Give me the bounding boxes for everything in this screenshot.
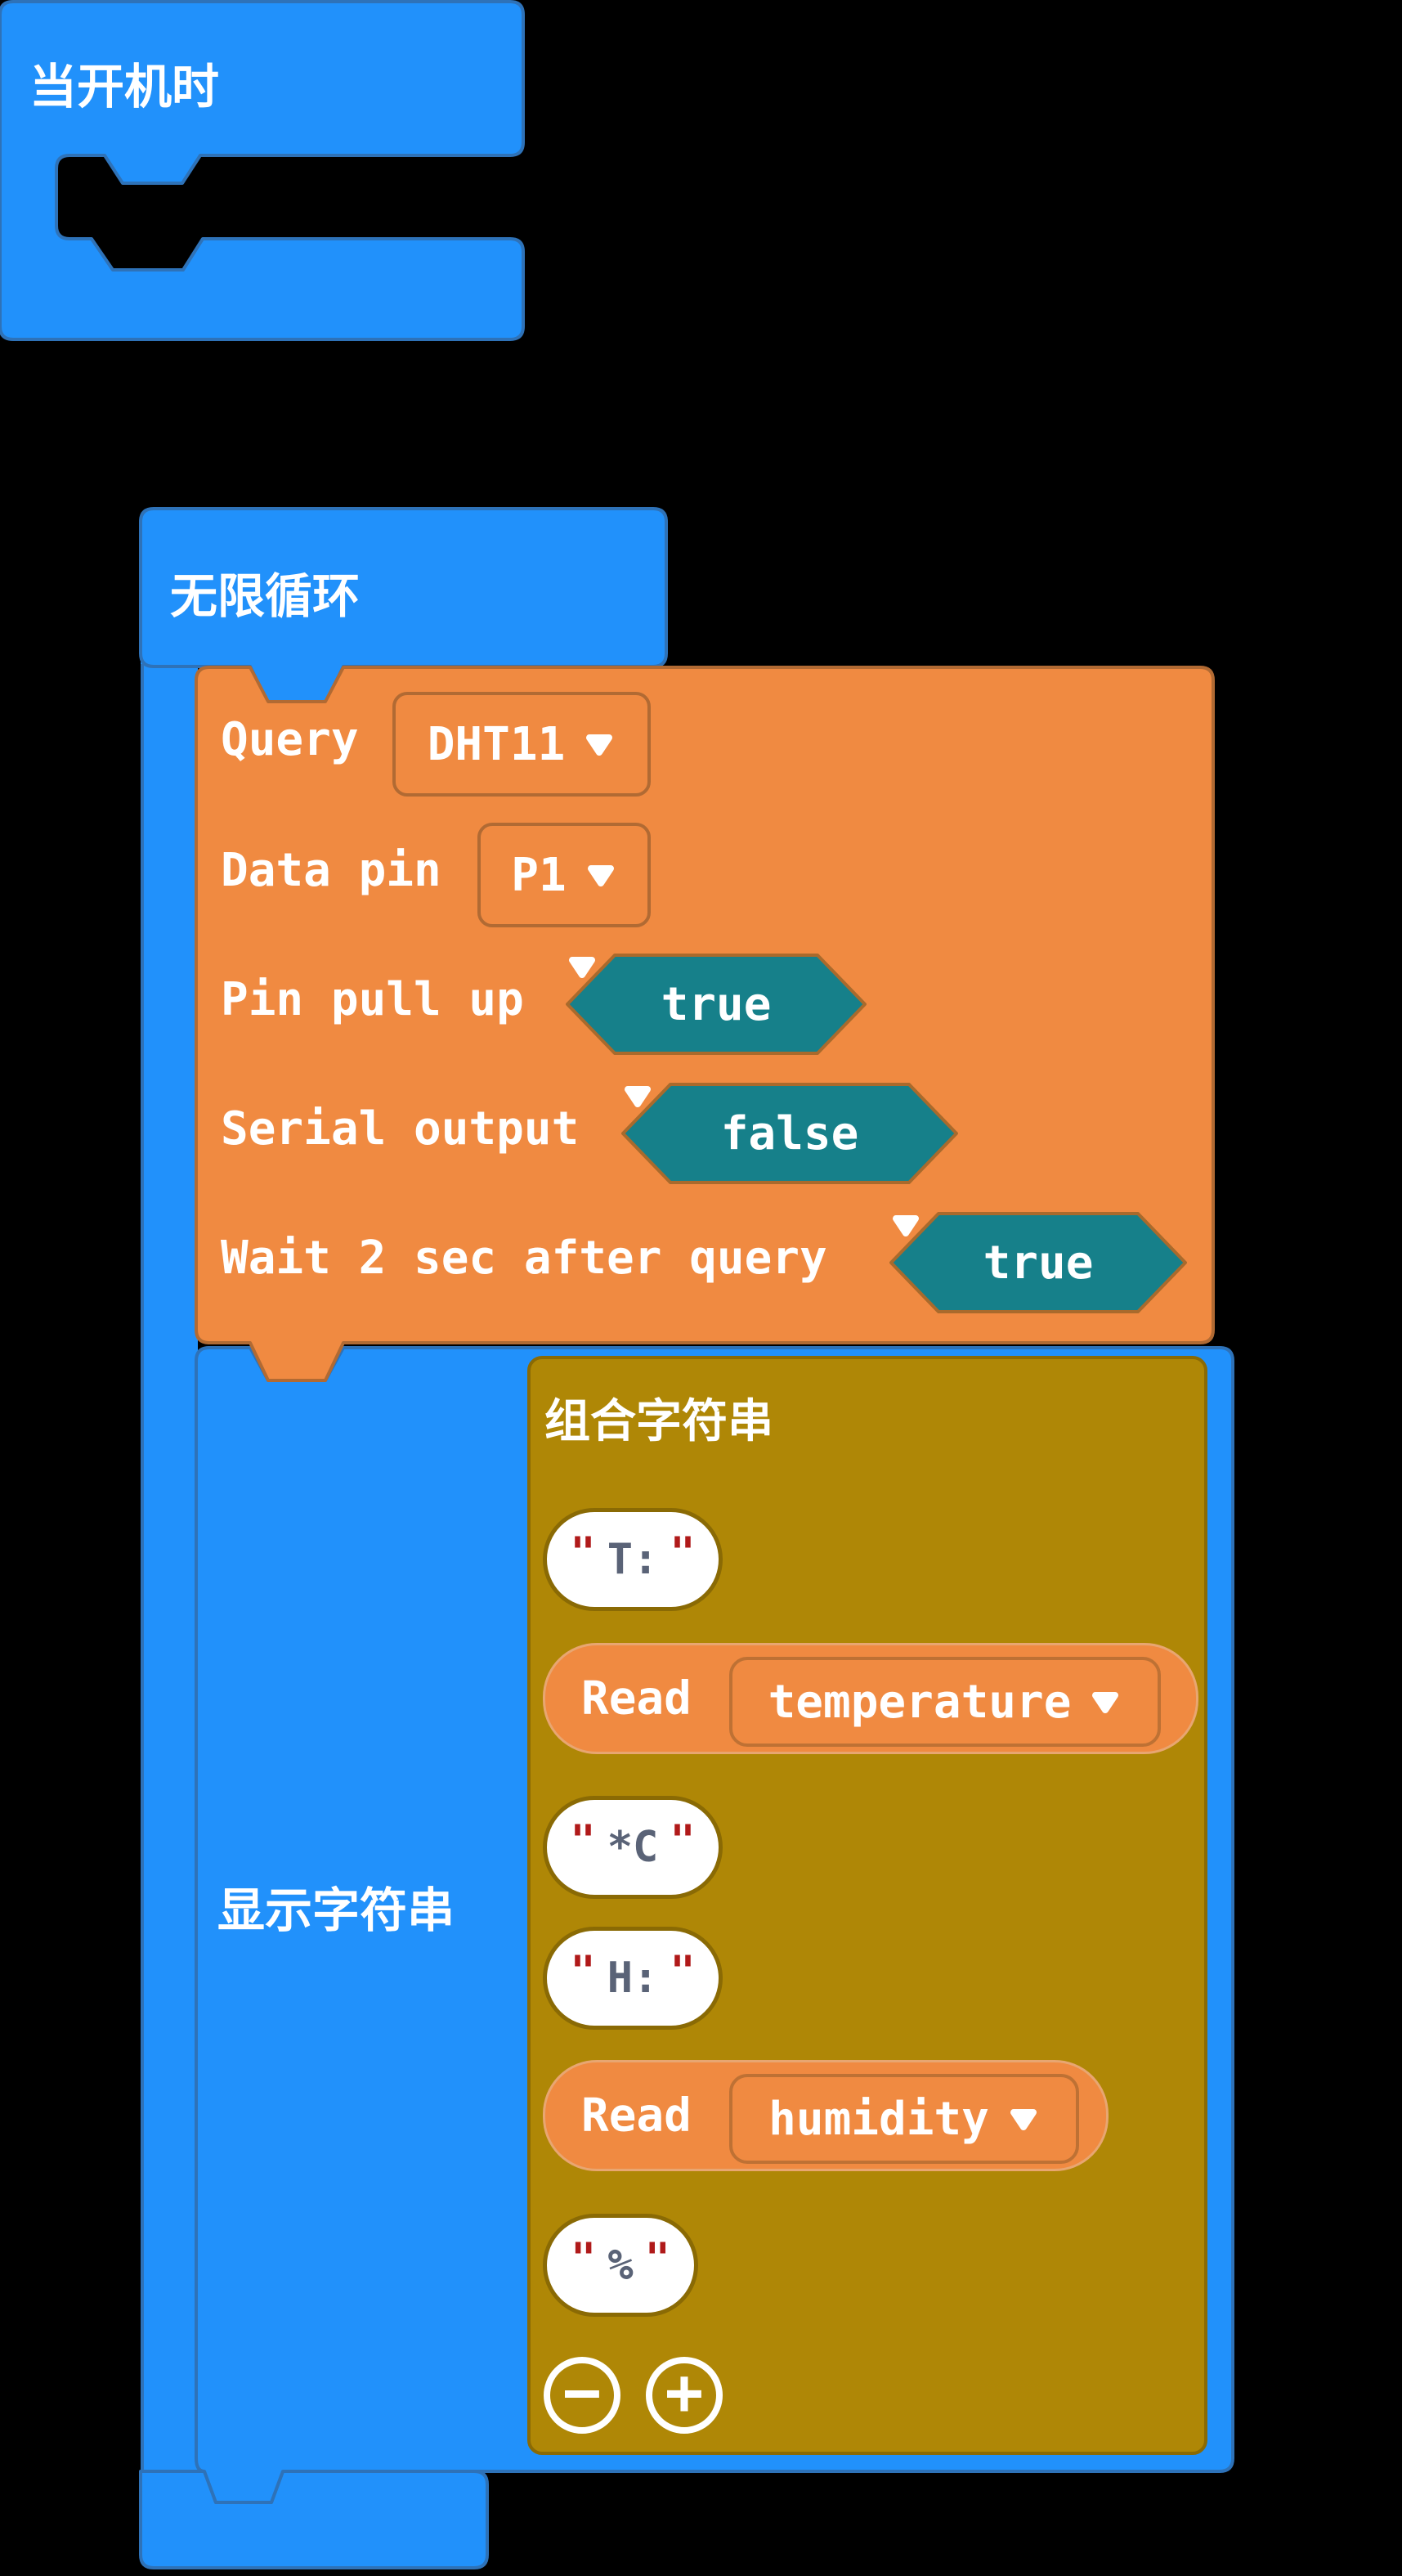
dropdown-arrow-icon [569, 957, 595, 978]
dropdown-arrow-icon [1010, 2109, 1037, 2130]
dropdown-arrow-icon [625, 1086, 651, 1107]
join-string-block[interactable]: 组合字符串 "T:" Read temperature "*C" "H:" Re… [527, 1356, 1207, 2455]
read-value: temperature [768, 1675, 1072, 1729]
dropdown-arrow-icon [587, 865, 614, 886]
show-string-label: 显示字符串 [217, 1883, 455, 1938]
close-quote: " [644, 2234, 670, 2283]
string-input-t[interactable]: "T:" [543, 1508, 723, 1611]
read-value-dropdown[interactable]: temperature [729, 1657, 1161, 1747]
close-quote: " [670, 1947, 696, 1996]
forever-block-bottom-bar[interactable] [139, 2470, 489, 2569]
open-quote: " [570, 1528, 596, 1577]
forever-block-spine[interactable] [141, 654, 198, 2478]
wait-after-query-boolean-dropdown[interactable]: true [889, 1212, 1187, 1313]
serial-output-value: false [720, 1106, 859, 1160]
close-quote: " [670, 1528, 696, 1577]
boolean-hexagon [889, 1212, 1187, 1313]
dht11-row-wait-label: Wait 2 sec after query [221, 1232, 827, 1285]
string-input-celsius[interactable]: "*C" [543, 1796, 723, 1899]
dropdown-arrow-icon [1092, 1692, 1119, 1713]
read-label: Read [581, 1672, 692, 1726]
pin-pull-up-value: true [661, 977, 772, 1031]
read-value: humidity [768, 2092, 989, 2146]
open-quote: " [571, 2234, 597, 2283]
boolean-hexagon [566, 954, 867, 1055]
on-start-label: 当开机时 [29, 59, 220, 114]
sensor-type-value: DHT11 [427, 717, 566, 771]
sensor-type-dropdown[interactable]: DHT11 [392, 692, 651, 797]
read-temperature-block[interactable]: Read temperature [543, 1643, 1198, 1754]
open-quote: " [570, 1947, 596, 1996]
dht11-row-serial-label: Serial output [221, 1102, 580, 1156]
string-value: % [607, 2241, 634, 2290]
dht11-row-query-label: Query [221, 713, 359, 766]
serial-output-boolean-dropdown[interactable]: false [621, 1083, 958, 1184]
boolean-hexagon [621, 1083, 958, 1184]
dropdown-arrow-icon [893, 1215, 919, 1236]
dht11-row-datapin-label: Data pin [221, 844, 441, 897]
remove-item-button[interactable]: − [544, 2357, 620, 2434]
read-label: Read [581, 2089, 692, 2143]
data-pin-value: P1 [511, 848, 567, 902]
forever-label: 无限循环 [170, 568, 361, 624]
pin-pull-up-boolean-dropdown[interactable]: true [566, 954, 867, 1055]
plus-icon: + [665, 2356, 704, 2430]
join-string-label: 组合字符串 [544, 1394, 773, 1448]
string-value: H: [607, 1954, 659, 2003]
wait-after-query-value: true [983, 1236, 1094, 1290]
string-value: T: [607, 1535, 659, 1584]
dropdown-arrow-icon [586, 734, 613, 756]
dht11-row-pullup-label: Pin pull up [221, 973, 524, 1026]
close-quote: " [670, 1816, 696, 1865]
open-quote: " [570, 1816, 596, 1865]
minus-icon: − [562, 2356, 602, 2430]
string-value: *C [607, 1823, 659, 1872]
on-start-block-shape[interactable] [0, 0, 525, 341]
add-item-button[interactable]: + [646, 2357, 723, 2434]
read-value-dropdown[interactable]: humidity [729, 2074, 1079, 2164]
read-humidity-block[interactable]: Read humidity [543, 2060, 1109, 2171]
data-pin-dropdown[interactable]: P1 [477, 823, 651, 927]
string-input-percent[interactable]: "%" [543, 2214, 698, 2317]
string-input-h[interactable]: "H:" [543, 1927, 723, 2030]
